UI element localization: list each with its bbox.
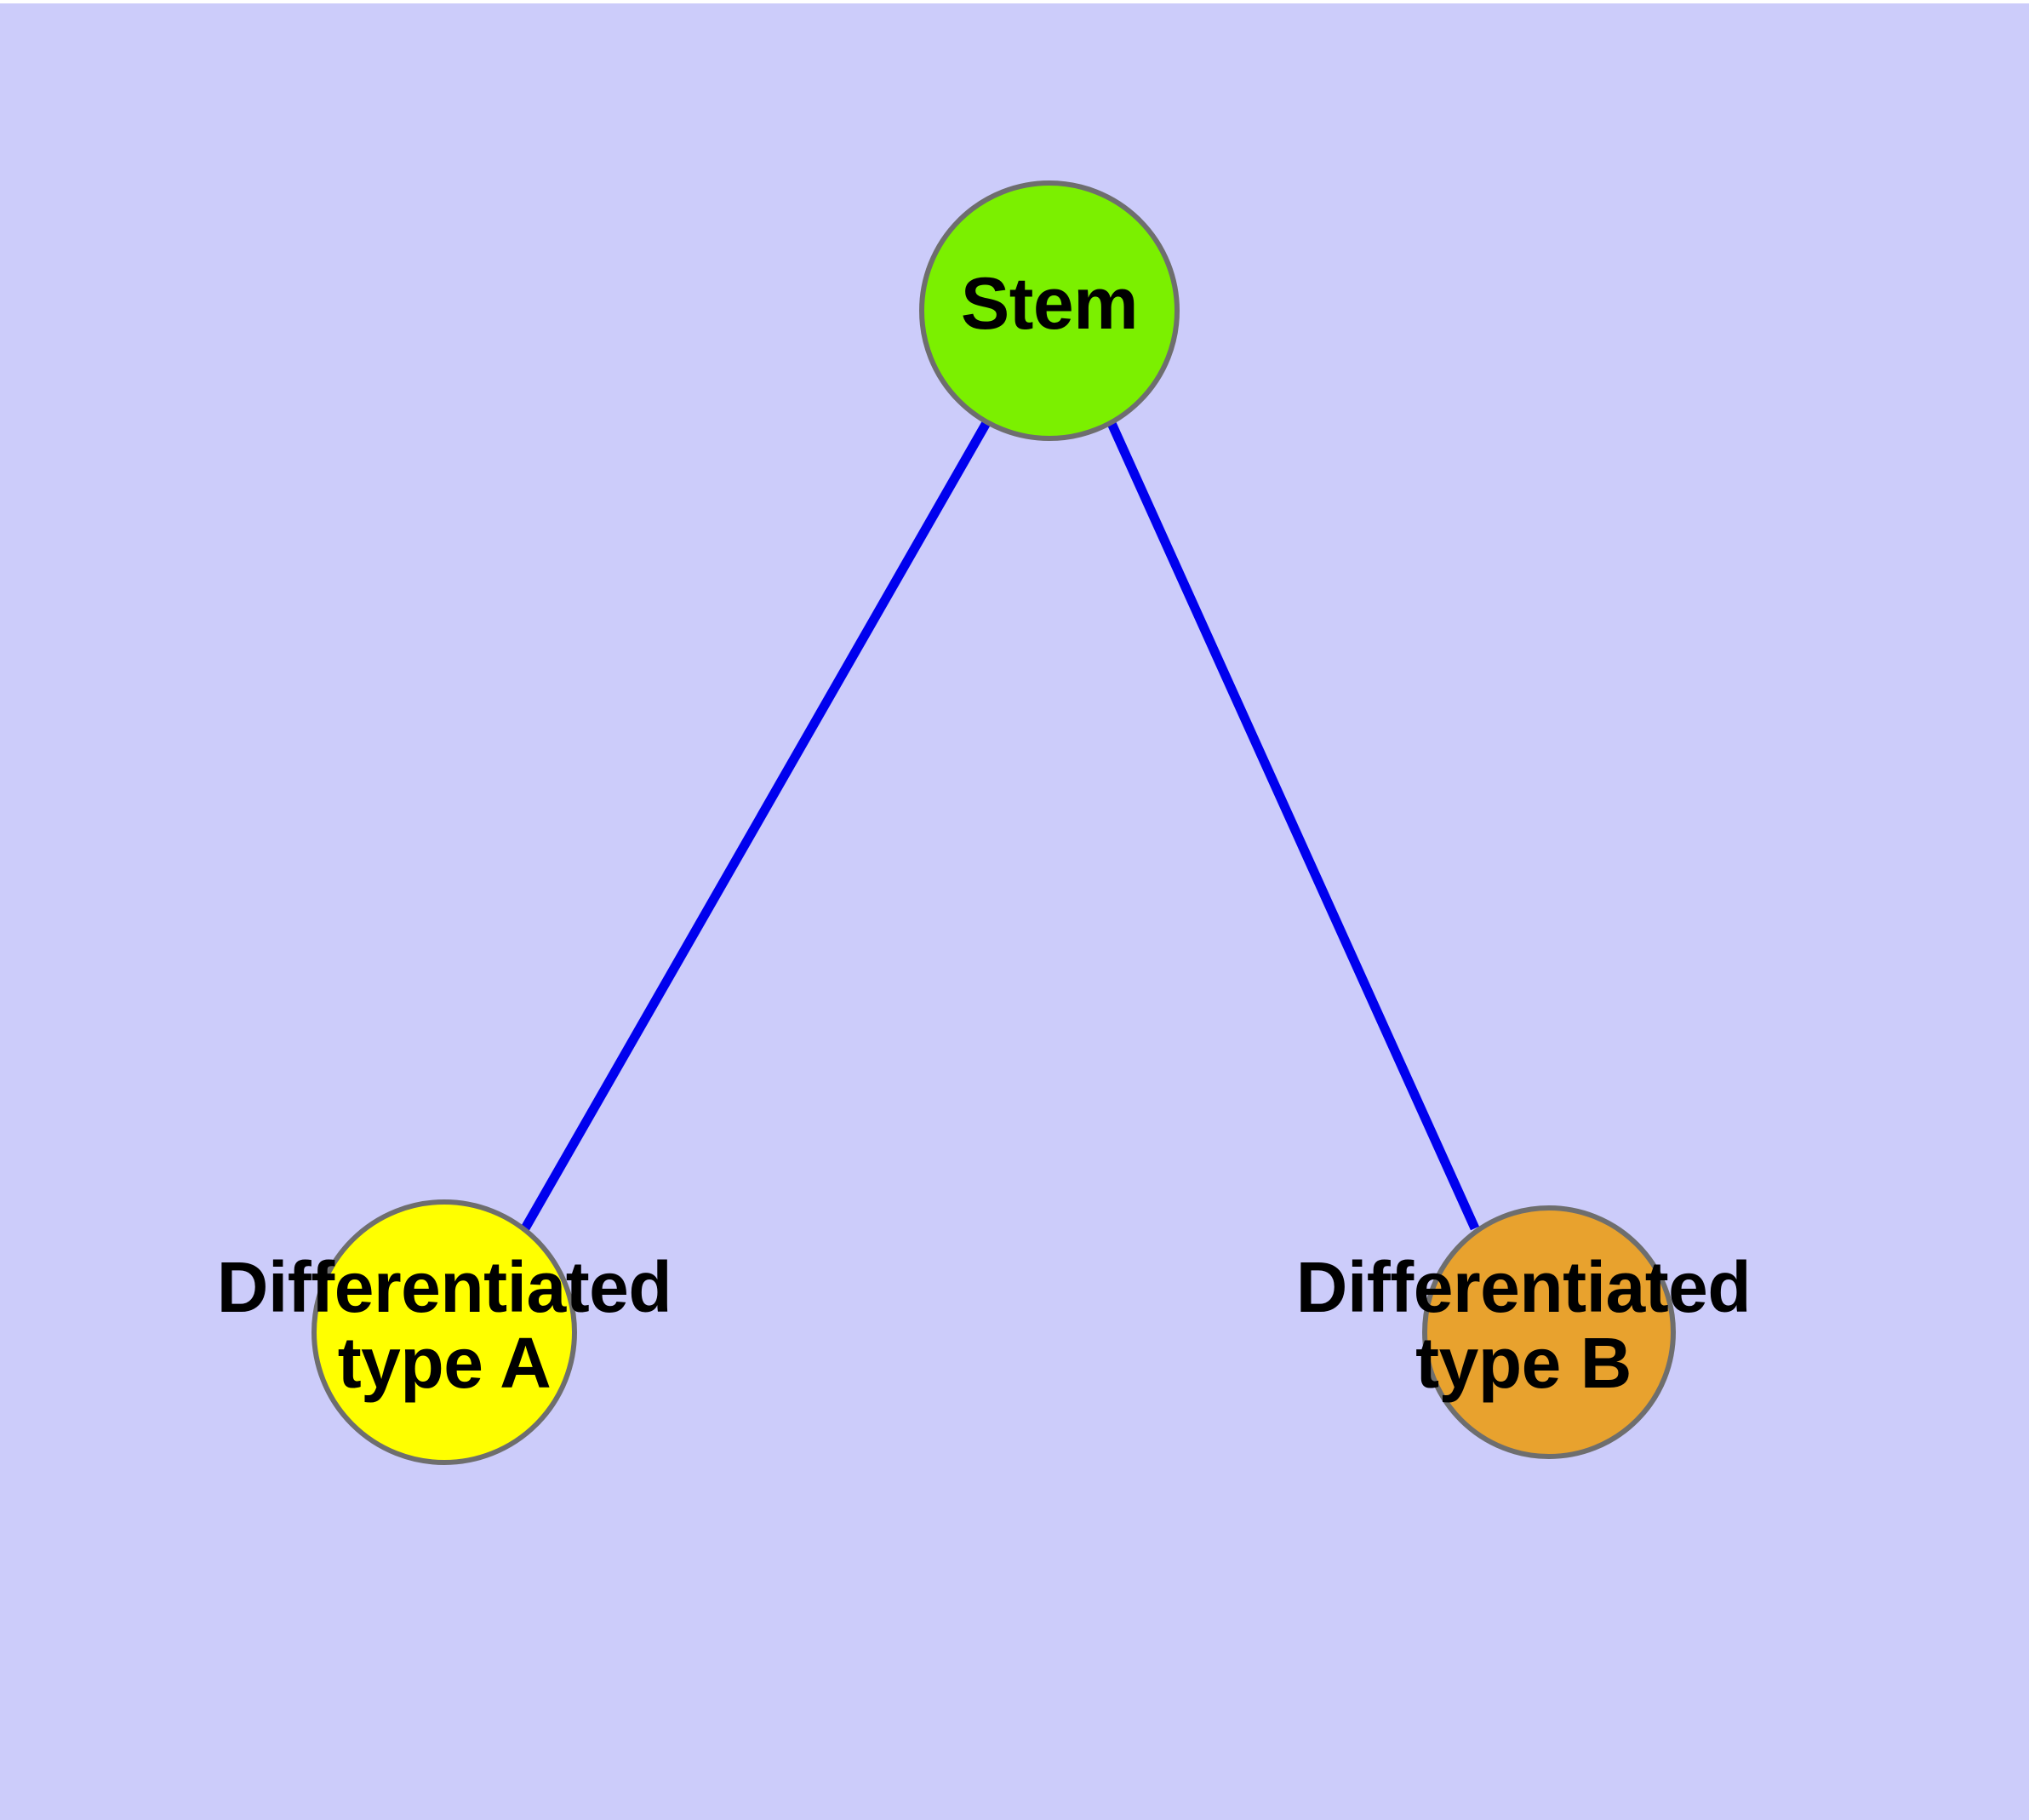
- node-differentiated-type-b[interactable]: [1422, 1205, 1676, 1459]
- node-layer: [311, 180, 1676, 1465]
- edge-layer: [521, 419, 1480, 1231]
- node-differentiated-type-a[interactable]: [311, 1199, 577, 1465]
- edge-stem-to-differentiated-type-b: [1106, 419, 1480, 1231]
- edge-stem-to-differentiated-type-a: [521, 419, 992, 1231]
- node-stem[interactable]: [919, 180, 1180, 441]
